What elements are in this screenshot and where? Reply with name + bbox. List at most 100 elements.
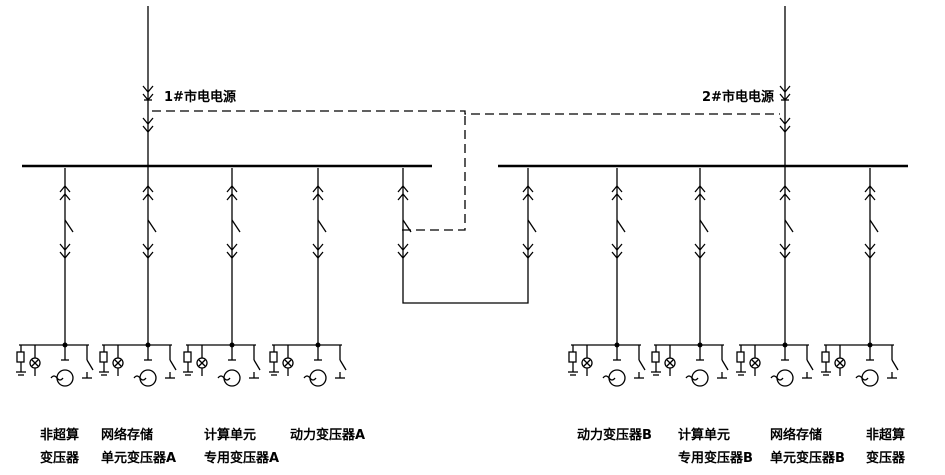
plug-contact [226,243,238,260]
lamp-cross [114,359,122,367]
plug-contact [397,184,409,201]
feeder-labels-right: 动力变压器B 计算单元 专用变压器B 网络存储 单元变压器B 非超算 变压器 [577,427,906,466]
contact-chevron [779,251,791,260]
panel-switchgear [226,168,241,345]
lamp-cross [31,359,39,367]
fuse-box [16,351,25,363]
plug-contact [694,243,706,260]
contact-chevron [142,125,154,134]
contact-chevron [611,243,623,252]
panel-switchgear [397,168,412,270]
outgoing-cabinet [821,342,899,387]
earth-switch [806,359,814,371]
contact-chevron [611,184,623,193]
contact-chevron [226,251,238,260]
contact-chevron [779,243,791,252]
contact-chevron [522,251,534,260]
contact-chevron [142,184,154,193]
incoming-switchgear [142,85,154,134]
surge-wave [217,375,231,381]
breaker-switch [231,219,241,233]
feeder-label-line1: 网络存储 [770,427,822,443]
contact-chevron [522,192,534,201]
plug-contact [312,184,324,201]
source-label-right: 2#市电电源 [702,89,774,105]
plug-contact [779,184,791,201]
contact-chevron [142,117,154,126]
feeder-label-line2: 变压器 [40,450,80,466]
earth-switch [86,359,94,371]
fuse-box [99,351,108,363]
feeder-label-line2: 专用变压器A [204,450,279,466]
lamp-cross [836,359,844,367]
breaker-switch [784,219,794,233]
feeder-labels-left: 非超算 变压器 网络存储 单元变压器A 计算单元 专用变压器A 动力变压器A [40,427,365,466]
plug-contact [142,117,154,134]
feeder-label-line2: 单元变压器B [770,450,845,466]
contact-chevron [397,184,409,193]
plug-contact [226,184,238,201]
contact-chevron [142,243,154,252]
feeder-label-line2: 变压器 [866,450,906,466]
panel-switchgear [522,168,537,270]
source-label-left: 1#市电电源 [164,89,236,105]
breaker-switch [616,219,626,233]
surge-wave [770,375,784,381]
plug-contact [142,184,154,201]
contact-chevron [779,117,791,126]
contact-chevron [694,192,706,201]
contact-chevron [226,243,238,252]
breaker-switch [402,219,412,233]
panel-switchgear [611,168,626,345]
transformer-symbol [691,369,709,387]
earth-switch [253,359,261,371]
contact-chevron [779,184,791,193]
breaker-switch [64,219,74,233]
contact-chevron [59,184,71,193]
interlock-dash-lower [402,114,466,231]
contact-chevron [226,184,238,193]
contact-chevron [226,192,238,201]
feeder-label-line1: 网络存储 [101,427,153,443]
transformer-symbol [608,369,626,387]
contact-chevron [142,251,154,260]
surge-wave [855,375,869,381]
contact-chevron [694,251,706,260]
outgoing-cabinet [568,342,646,387]
contact-chevron [522,243,534,252]
contact-chevron [779,85,791,94]
bus-tie-link [402,270,529,304]
outgoing-cabinet [269,342,347,387]
lamp-cross [751,359,759,367]
outgoing-cabinet [183,342,261,387]
plug-contact [522,184,534,201]
feeder-label-line1: 非超算 [866,427,905,443]
feeder-label-line2: 单元变压器A [101,450,176,466]
lamp-cross [583,359,591,367]
lamp-cross [284,359,292,367]
outgoing-cabinet [651,342,729,387]
panel-switchgear [864,168,879,345]
contact-chevron [864,192,876,201]
plug-contact [611,243,623,260]
contact-chevron [59,243,71,252]
outgoing-cabinet [736,342,814,387]
plug-contact [611,184,623,201]
panel-switchgear [312,168,327,345]
feeder-label-line1: 非超算 [40,427,79,443]
contact-chevron [864,251,876,260]
contact-chevron [397,251,409,260]
transformer-symbol [861,369,879,387]
plug-contact [59,243,71,260]
contact-chevron [694,184,706,193]
interlock-dash-upper [152,110,780,115]
transformer-symbol [56,369,74,387]
plug-contact [142,243,154,260]
contact-chevron [142,85,154,94]
contact-chevron [864,184,876,193]
fuse-box [736,351,745,363]
contact-chevron [694,243,706,252]
earth-switch [638,359,646,371]
surge-wave [50,375,64,381]
